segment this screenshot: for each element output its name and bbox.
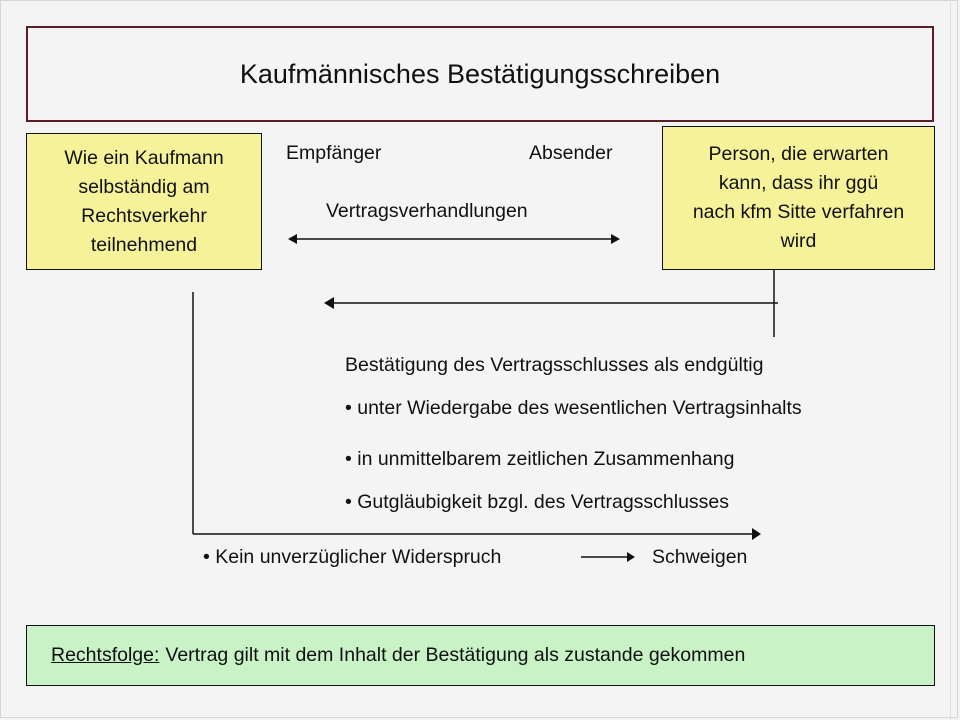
page-title: Kaufmännisches Bestätigungsschreiben: [239, 58, 721, 89]
recipient-box: Wie ein Kaufmann selbständig am Rechtsve…: [26, 133, 262, 270]
recipient-line: selbständig am: [78, 175, 210, 198]
recipient-label: Empfänger: [286, 142, 382, 164]
recipient-line: Wie ein Kaufmann: [64, 146, 224, 169]
sender-line: Person, die erwarten: [708, 143, 889, 165]
recipient-line: Rechtsverkehr: [81, 204, 207, 227]
sender-line: nach kfm Sitte verfahren: [692, 201, 905, 223]
reaction-item: • Kein unverzüglicher Widerspruch: [203, 546, 502, 568]
condition-item: • Gutgläubigkeit bzgl. des Vertragsschlu…: [345, 491, 730, 513]
sender-line: wird: [780, 230, 817, 252]
sender-line: kann, dass ihr ggü: [718, 172, 879, 194]
condition-item: • unter Wiedergabe des wesentlichen Vert…: [345, 397, 802, 419]
slide-edge: [950, 0, 951, 720]
title-box: Kaufmännisches Bestätigungsschreiben: [26, 26, 934, 122]
silence-label: Schweigen: [652, 546, 748, 568]
sender-label: Absender: [529, 142, 613, 164]
result-label: Rechtsfolge:: [51, 644, 160, 666]
result-box: Rechtsfolge: Vertrag gilt mit dem Inhalt…: [26, 625, 935, 686]
confirmation-label: Bestätigung des Vertragsschlusses als en…: [345, 354, 764, 376]
recipient-line: teilnehmend: [90, 233, 198, 256]
sender-box: Person, die erwarten kann, dass ihr ggü …: [662, 126, 935, 270]
result-text: Vertrag gilt mit dem Inhalt der Bestätig…: [165, 644, 746, 666]
negotiations-label: Vertragsverhandlungen: [326, 200, 528, 222]
condition-item: • in unmittelbarem zeitlichen Zusammenha…: [345, 448, 735, 470]
